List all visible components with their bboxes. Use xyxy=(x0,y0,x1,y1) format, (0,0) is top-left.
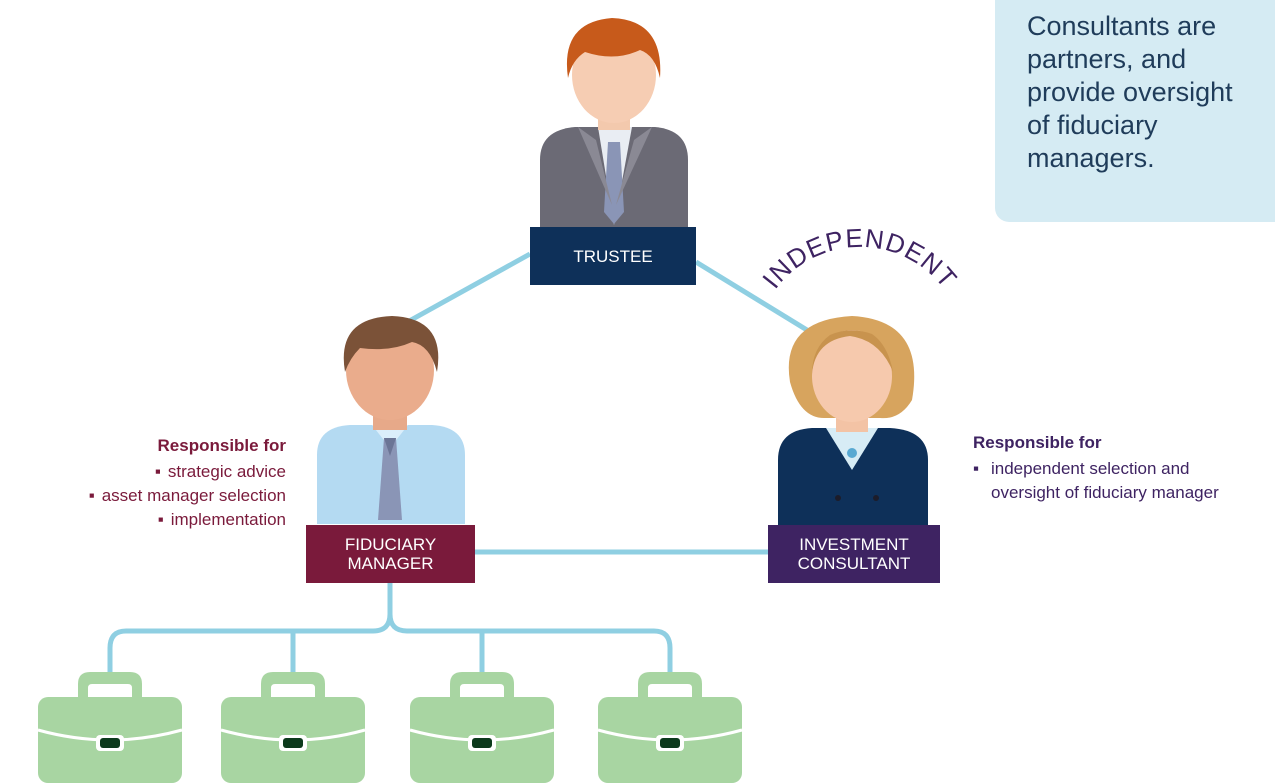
responsibilities-heading: Responsible for xyxy=(157,436,286,455)
callout-line: provide oversight xyxy=(1027,77,1233,107)
callout-line: partners, and xyxy=(1027,44,1187,74)
consultant-responsibilities: Responsible for independent selection an… xyxy=(973,431,1231,505)
investment-consultant-label: INVESTMENT CONSULTANT xyxy=(768,525,940,583)
trustee-to-fiduciary-line xyxy=(400,251,532,328)
consultant-label-line: CONSULTANT xyxy=(797,554,911,573)
responsibilities-heading: Responsible for xyxy=(973,433,1102,452)
responsibility-item: independent selection and oversight of f… xyxy=(973,457,1231,505)
fiduciary-to-briefcases-tree xyxy=(107,582,673,672)
trustee-label-box xyxy=(530,227,696,285)
consultant-label-line: INVESTMENT xyxy=(799,535,909,554)
briefcase-group xyxy=(37,672,743,783)
trustee-person-icon xyxy=(540,18,688,232)
investment-consultant-person-icon xyxy=(778,316,928,526)
trustee-to-consultant-line xyxy=(694,259,822,341)
briefcase-icon xyxy=(37,672,183,783)
consultant-label-box xyxy=(768,525,940,583)
independent-arc-text: INDEPENDENT xyxy=(756,223,963,294)
fiduciary-label-line: FIDUCIARY xyxy=(344,535,437,554)
responsibility-item: asset manager selection xyxy=(89,484,286,508)
callout-line: of fiduciary xyxy=(1027,110,1158,140)
callout-box: Consultants are partners, and provide ov… xyxy=(995,0,1275,222)
briefcase-icon xyxy=(597,672,743,783)
connector-lines xyxy=(107,251,822,672)
responsibility-item: strategic advice xyxy=(89,460,286,484)
fiduciary-responsibilities: Responsible for strategic advice asset m… xyxy=(89,434,286,532)
callout-line: Consultants are xyxy=(1027,11,1217,41)
trustee-label-text: TRUSTEE xyxy=(573,246,653,266)
fiduciary-label-box xyxy=(306,525,475,583)
briefcase-icon xyxy=(220,672,366,783)
fiduciary-manager-person-icon xyxy=(317,316,465,524)
responsibility-item: implementation xyxy=(89,508,286,532)
fiduciary-manager-label: FIDUCIARY MANAGER xyxy=(306,525,475,583)
callout-line: managers. xyxy=(1027,143,1155,173)
fiduciary-label-line: MANAGER xyxy=(347,554,434,573)
trustee-label: TRUSTEE xyxy=(530,227,696,285)
briefcase-icon xyxy=(409,672,555,783)
